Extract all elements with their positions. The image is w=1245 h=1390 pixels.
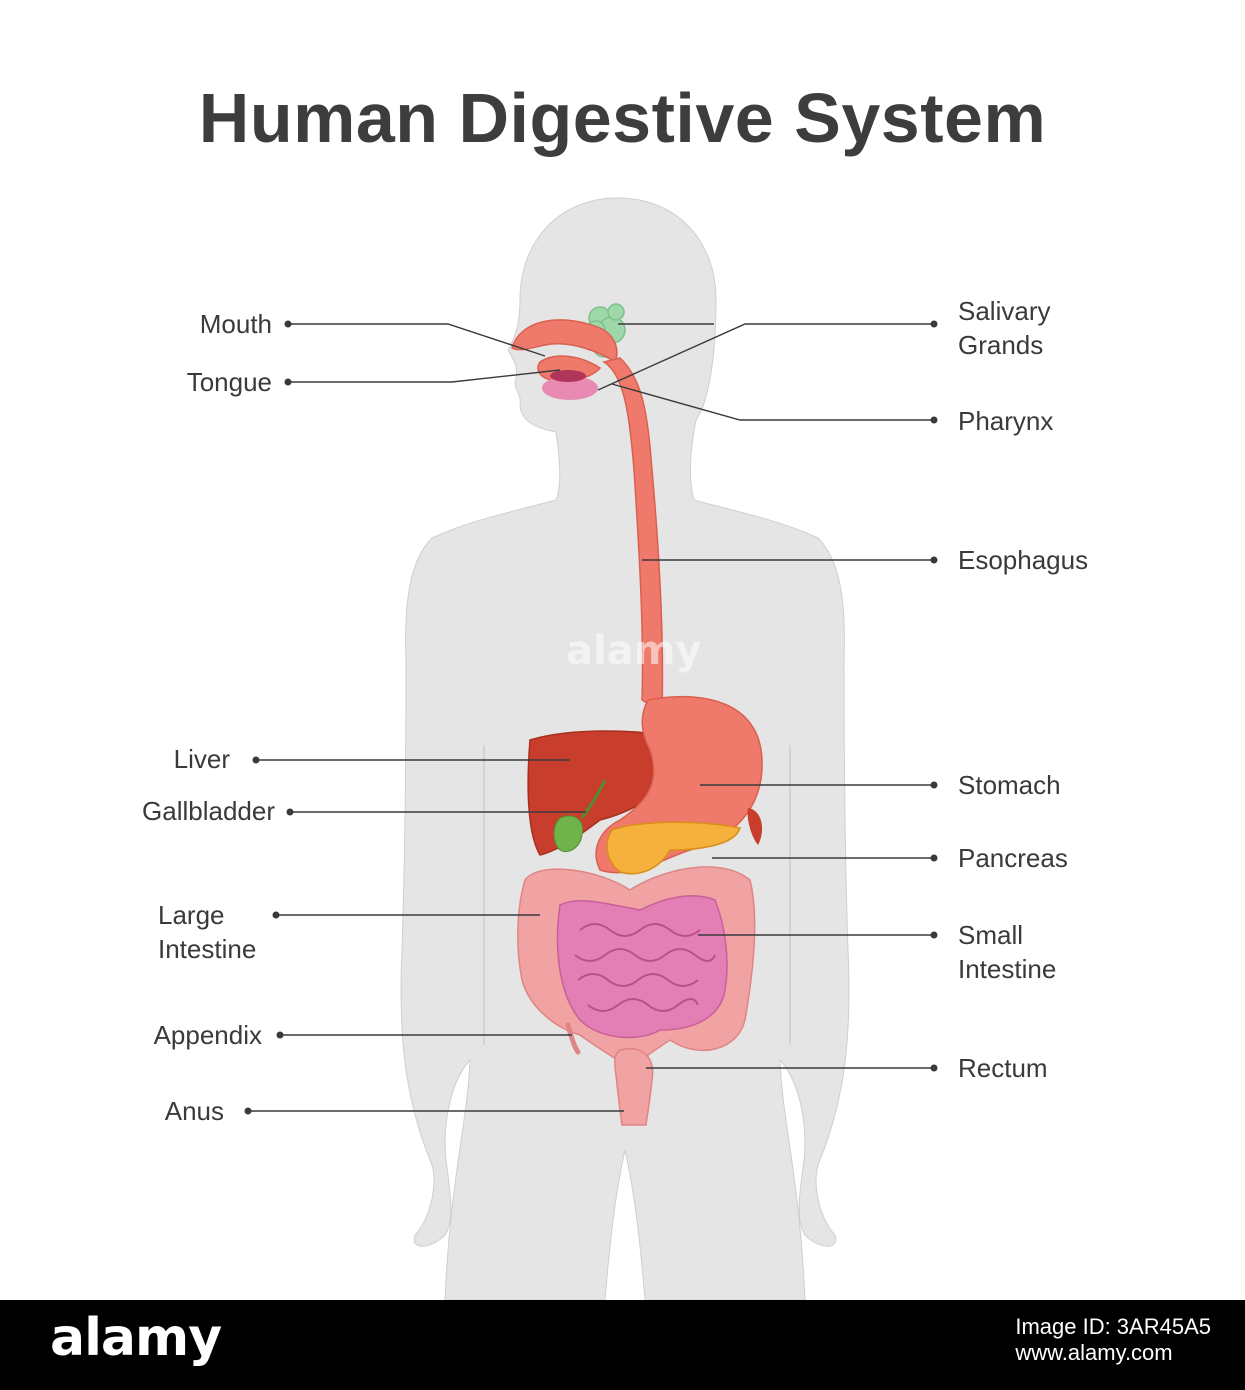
footer-bar: alamy Image ID: 3AR45A5 www.alamy.com (0, 1300, 1245, 1390)
label-pharynx: Pharynx (958, 406, 1054, 436)
label-small-intestine-line2: Intestine (958, 954, 1057, 984)
intestine-folds (574, 923, 716, 1012)
leader-dots (244, 320, 938, 1115)
label-large-intestine-line1: Large (158, 900, 225, 930)
label-tongue: Tongue (186, 367, 272, 397)
gallbladder-shape (553, 815, 584, 853)
pancreas-shape (606, 821, 741, 875)
label-mouth: Mouth (199, 309, 272, 339)
watermark: alamy (566, 628, 702, 674)
footer-image-info: Image ID: 3AR45A5 www.alamy.com (1015, 1314, 1211, 1366)
tongue-under (542, 376, 598, 400)
tongue-dark (550, 370, 586, 382)
appendix-shape (565, 1022, 581, 1055)
page-title: Human Digestive System (198, 79, 1047, 157)
rectum-shape (614, 1048, 654, 1126)
label-small-intestine-line1: Small (958, 920, 1024, 950)
label-pancreas: Pancreas (958, 843, 1068, 873)
label-salivary-line1: Salivary (958, 296, 1051, 326)
bile-duct (580, 779, 607, 819)
footer-logo: alamy (50, 1308, 222, 1368)
label-large-intestine-line2: Intestine (158, 934, 257, 964)
label-gallbladder: Gallbladder (142, 796, 275, 826)
spleen-shape (747, 808, 763, 845)
label-liver: Liver (173, 744, 230, 774)
label-stomach: Stomach (958, 770, 1061, 800)
label-anus: Anus (164, 1096, 224, 1126)
label-salivary-line2: Grands (958, 330, 1044, 360)
digestive-diagram (244, 197, 938, 1300)
leader-lines (248, 323, 934, 1112)
label-esophagus: Esophagus (958, 545, 1089, 575)
label-rectum: Rectum (958, 1053, 1048, 1083)
footer-site: www.alamy.com (1015, 1340, 1173, 1365)
footer-image-id: Image ID: 3AR45A5 (1015, 1314, 1211, 1339)
label-appendix: Appendix (153, 1020, 262, 1050)
small-intestine-shape (556, 895, 728, 1039)
